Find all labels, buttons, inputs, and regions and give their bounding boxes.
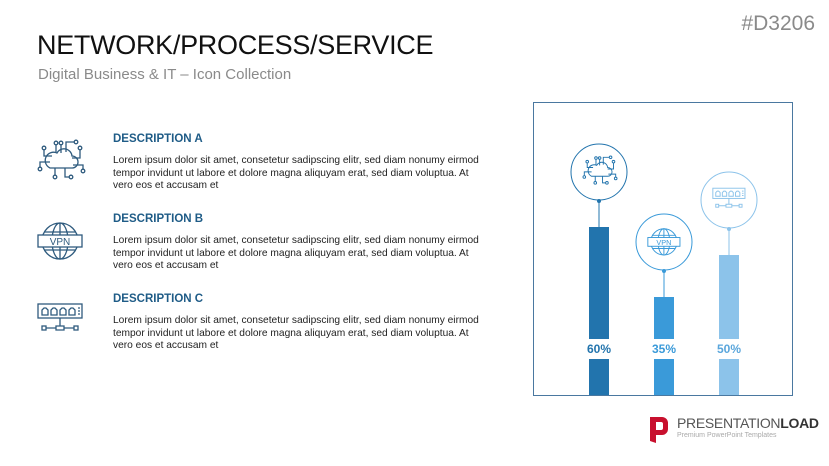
cloud-network-bubble bbox=[570, 143, 628, 227]
chart-frame bbox=[533, 102, 793, 396]
logo-mark-icon bbox=[650, 417, 668, 443]
bar-label: 50% bbox=[709, 339, 749, 359]
description-text: Lorem ipsum dolor sit amet, consetetur s… bbox=[113, 155, 479, 192]
svg-text:VPN: VPN bbox=[50, 237, 71, 248]
bar-label: 35% bbox=[644, 339, 684, 359]
description-b: DESCRIPTION B Lorem ipsum dolor sit amet,… bbox=[113, 213, 483, 273]
description-a: DESCRIPTION A Lorem ipsum dolor sit amet,… bbox=[113, 133, 483, 193]
vpn-bubble: VPN bbox=[635, 213, 693, 297]
bar-label: 60% bbox=[579, 339, 619, 359]
vpn-globe-icon: VPN bbox=[37, 222, 83, 260]
logo-tagline: Premium PowerPoint Templates bbox=[677, 432, 777, 439]
description-text: Lorem ipsum dolor sit amet, consetetur s… bbox=[113, 315, 479, 352]
page-title: NETWORK/PROCESS/SERVICE bbox=[37, 30, 434, 60]
description-title: DESCRIPTION C bbox=[113, 293, 204, 305]
cloud-network-icon bbox=[37, 139, 86, 180]
slide-code: #D3206 bbox=[741, 12, 815, 35]
description-title: DESCRIPTION A bbox=[113, 133, 203, 145]
network-switch-bubble bbox=[700, 171, 758, 255]
svg-text:VPN: VPN bbox=[656, 238, 671, 247]
description-text: Lorem ipsum dolor sit amet, consetetur s… bbox=[113, 235, 479, 272]
description-title: DESCRIPTION B bbox=[113, 213, 204, 225]
bar-cloud-network bbox=[589, 227, 609, 395]
page-subtitle: Digital Business & IT – Icon Collection bbox=[38, 66, 292, 83]
logo-brand-bold: LOAD bbox=[780, 415, 819, 431]
description-c: DESCRIPTION C Lorem ipsum dolor sit amet,… bbox=[113, 293, 483, 353]
network-switch-icon bbox=[37, 303, 83, 331]
logo-brand-light: PRESENTATION bbox=[677, 415, 781, 431]
bar-network-switch bbox=[719, 255, 739, 395]
